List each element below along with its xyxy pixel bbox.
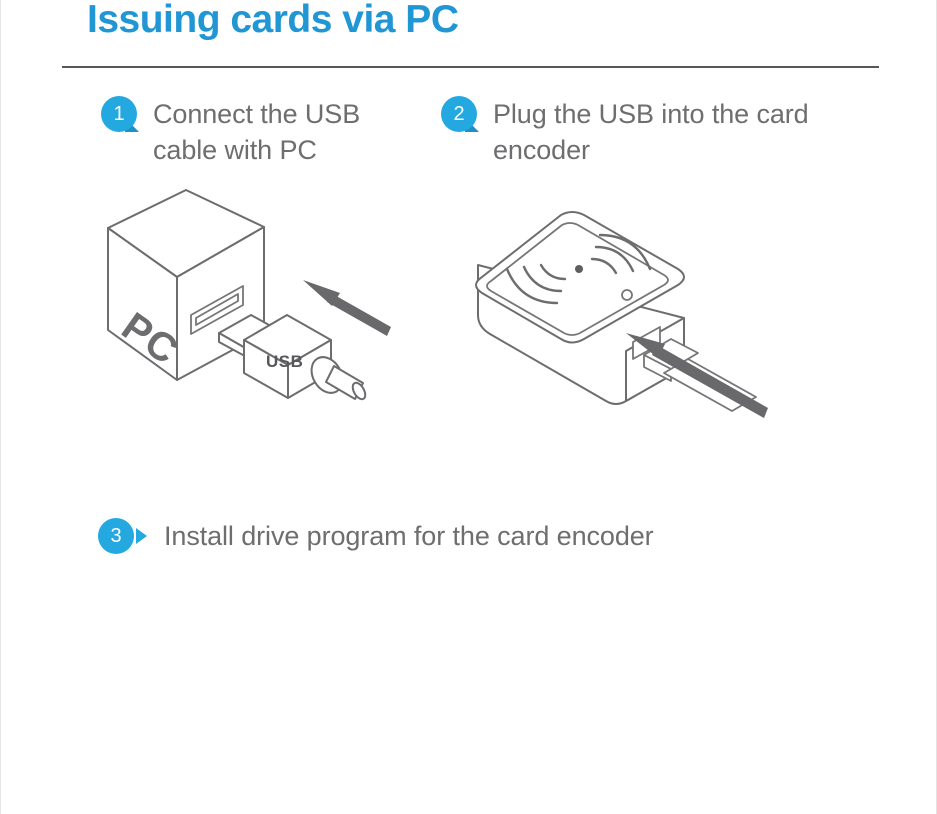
step-3-label: Install drive program for the card encod…: [164, 521, 654, 551]
rfid-center-dot: [575, 265, 583, 273]
step-2-label: Plug the USB into the card encoder: [493, 99, 809, 165]
rfid-wave-arc-1: [590, 257, 618, 275]
step-1-label: Connect the USB cable with PC: [153, 99, 361, 165]
step-2: 2 Plug the USB into the card encoder: [441, 96, 891, 168]
step-1-marker: 1: [101, 96, 141, 136]
page-title: Issuing cards via PC: [87, 0, 459, 41]
step-1: 1 Connect the USB cable with PC: [101, 96, 431, 168]
rfid-wave-arc-4: [539, 263, 567, 281]
step-3-number-badge: 3: [98, 518, 134, 554]
cable-end: [351, 381, 367, 401]
step-2-number-badge: 2: [441, 96, 477, 132]
direction-arrow: [303, 280, 391, 336]
title-divider: [62, 66, 879, 68]
encoder-top-panel: [486, 222, 669, 336]
card-encoder-usb-diagram: [466, 205, 806, 430]
direction-arrow: [626, 333, 768, 418]
usb-plug-left: [643, 354, 672, 382]
chevron-right-icon: [136, 528, 147, 544]
pc-usb-connection-diagram: PC USB: [91, 175, 421, 420]
rfid-wave-arc-6: [505, 267, 559, 305]
rfid-wave-arc-5: [522, 265, 563, 293]
step-1-number-badge: 1: [101, 96, 137, 132]
step-3-marker: 3: [98, 518, 152, 558]
led-indicator-icon: [621, 289, 633, 301]
step-3: 3 Install drive program for the card enc…: [98, 518, 798, 558]
step-2-marker: 2: [441, 96, 481, 136]
usb-port-slot-inner: [195, 293, 239, 326]
usb-label: USB: [266, 352, 303, 371]
rfid-wave-arc-2: [594, 245, 635, 273]
rfid-wave-arc-3: [598, 233, 652, 271]
